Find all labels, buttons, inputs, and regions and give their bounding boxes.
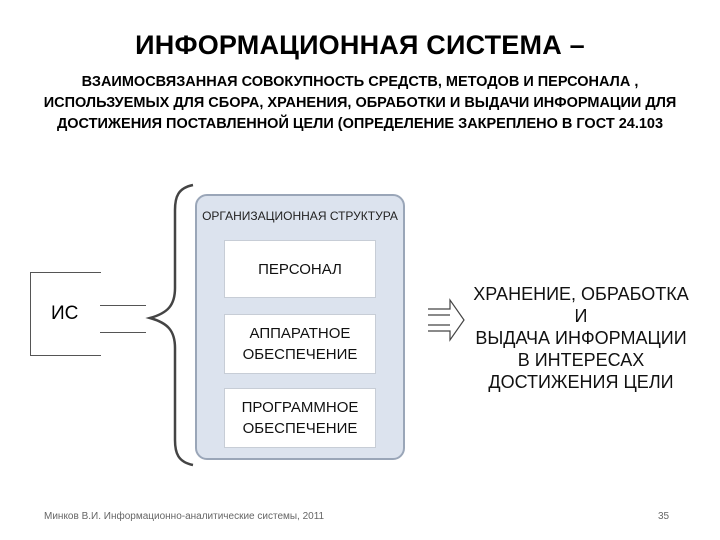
component-label: ОБЕСПЕЧЕНИЕ [242, 420, 358, 437]
definition-line: ДОСТИЖЕНИЯ ПОСТАВЛЕННОЙ ЦЕЛИ (ОПРЕДЕЛЕНИ… [56, 116, 664, 132]
result-line: В ИНТЕРЕСАХ [517, 350, 645, 370]
result-text: ХРАНЕНИЕ, ОБРАБОТКА И ВЫДАЧА ИНФОРМАЦИИ … [468, 283, 694, 393]
is-node: ИС [30, 272, 101, 356]
result-line: ВЫДАЧА ИНФОРМАЦИИ [475, 328, 687, 348]
footer-source: Минков В.И. Информационно-аналитические … [44, 511, 325, 522]
connector-line-top [100, 305, 146, 306]
component-label: ПРОГРАММНОЕ [241, 399, 359, 416]
component-hardware: АППАРАТНОЕ ОБЕСПЕЧЕНИЕ [224, 314, 376, 374]
result-line: ДОСТИЖЕНИЯ ЦЕЛИ [488, 372, 674, 392]
component-label: АППАРАТНОЕ [249, 325, 351, 342]
result-line: ХРАНЕНИЕ, ОБРАБОТКА И [473, 284, 689, 326]
right-arrow-icon [428, 298, 465, 342]
panel-title: ОРГАНИЗАЦИОННАЯ СТРУКТУРА [202, 209, 398, 223]
component-label: ПЕРСОНАЛ [258, 260, 342, 278]
component-personnel: ПЕРСОНАЛ [224, 240, 376, 298]
definition-line: ИСПОЛЬЗУЕМЫХ ДЛЯ СБОРА, ХРАНЕНИЯ, ОБРАБО… [43, 95, 677, 111]
slide-title: ИНФОРМАЦИОННАЯ СИСТЕМА – [135, 30, 585, 60]
definition-line: ВЗАИМОСВЯЗАННАЯ СОВОКУПНОСТЬ СРЕДСТВ, МЕ… [81, 74, 639, 90]
is-label: ИС [51, 303, 79, 324]
organizational-structure-panel: ОРГАНИЗАЦИОННАЯ СТРУКТУРА ПЕРСОНАЛ АППАР… [195, 194, 405, 460]
component-software: ПРОГРАММНОЕ ОБЕСПЕЧЕНИЕ [224, 388, 376, 448]
curly-brace-icon [145, 183, 194, 467]
definition-text: ВЗАИМОСВЯЗАННАЯ СОВОКУПНОСТЬ СРЕДСТВ, МЕ… [10, 72, 710, 135]
component-label: ОБЕСПЕЧЕНИЕ [242, 346, 358, 363]
page-number: 35 [658, 511, 670, 522]
connector-line-bottom [100, 332, 146, 333]
